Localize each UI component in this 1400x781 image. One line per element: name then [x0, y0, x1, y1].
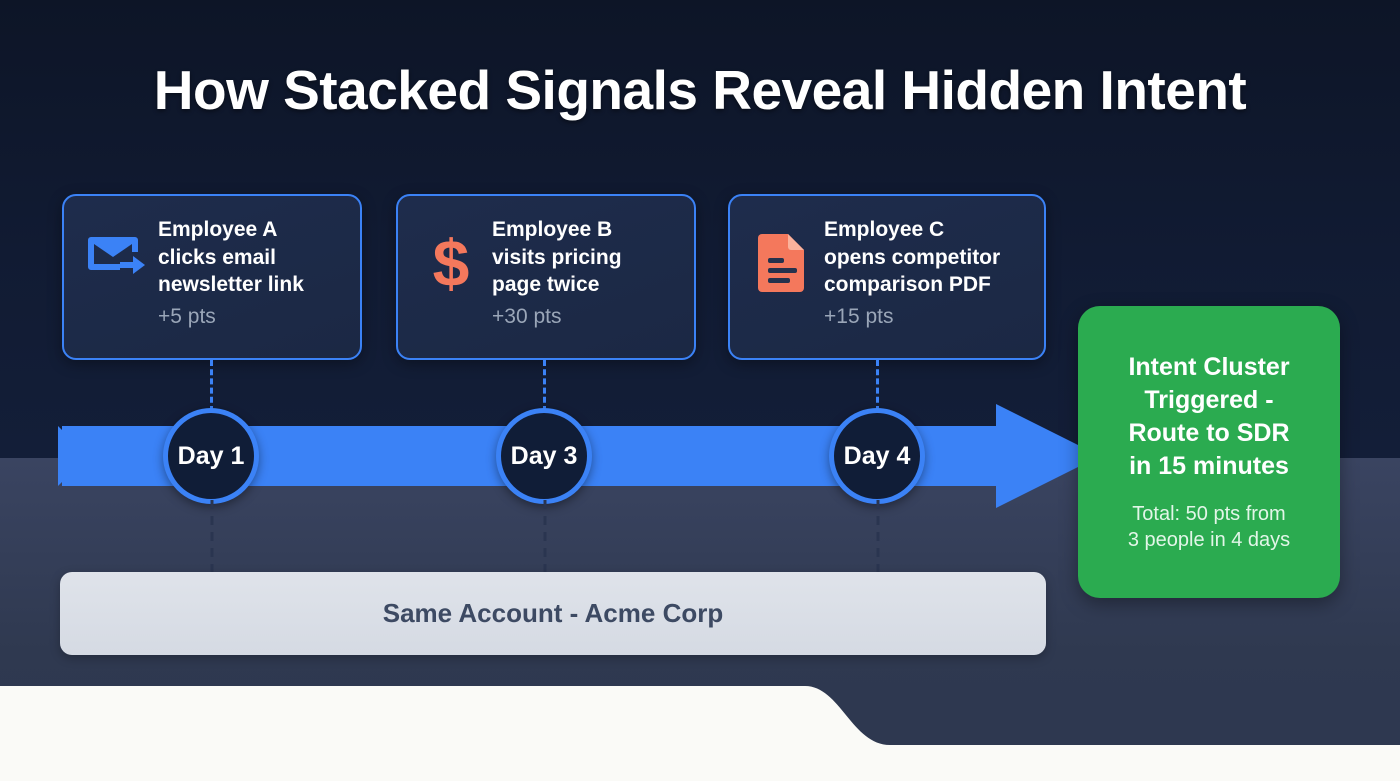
signal-card-2-points: +30 pts — [492, 305, 562, 329]
connector-line-3 — [876, 360, 879, 412]
signal-card-2[interactable]: $ Employee B visits pricing page twice +… — [396, 194, 696, 360]
signal-card-3[interactable]: Employee C opens competitor comparison P… — [728, 194, 1046, 360]
signal-card-2-body: Employee B visits pricing page twice +30… — [488, 216, 678, 329]
email-forward-icon — [80, 216, 154, 280]
day-marker-3[interactable]: Day 4 — [829, 408, 925, 504]
page-title: How Stacked Signals Reveal Hidden Intent — [153, 59, 1247, 121]
signal-card-3-body: Employee C opens competitor comparison P… — [820, 216, 1028, 329]
intent-cluster-outcome-panel[interactable]: Intent Cluster Triggered - Route to SDR … — [1078, 306, 1340, 598]
signal-card-3-title: Employee C opens competitor comparison P… — [824, 218, 1001, 297]
signal-card-2-title: Employee B visits pricing page twice — [492, 218, 622, 297]
pdf-document-icon — [746, 216, 820, 292]
account-grouping-bracket — [150, 500, 930, 595]
signal-card-1-body: Employee A clicks email newsletter link … — [154, 216, 344, 329]
signal-card-1[interactable]: Employee A clicks email newsletter link … — [62, 194, 362, 360]
day-marker-2-label: Day 3 — [510, 441, 578, 470]
signal-card-1-title: Employee A clicks email newsletter link — [158, 218, 304, 297]
connector-line-2 — [543, 360, 546, 412]
legend-bar: Single signal = noise Stacked signals = … — [0, 660, 1400, 781]
day-marker-1[interactable]: Day 1 — [163, 408, 259, 504]
day-marker-2[interactable]: Day 3 — [496, 408, 592, 504]
outcome-subtitle: Total: 50 pts from 3 people in 4 days — [1127, 503, 1291, 551]
day-marker-3-label: Day 4 — [843, 441, 911, 470]
day-marker-1-label: Day 1 — [177, 441, 245, 470]
svg-text:$: $ — [433, 230, 470, 296]
connector-line-1 — [210, 360, 213, 412]
dollar-sign-icon: $ — [414, 216, 488, 296]
same-account-bar: Same Account - Acme Corp — [60, 572, 1046, 655]
same-account-label: Same Account - Acme Corp — [382, 598, 724, 628]
outcome-title: Intent Cluster Triggered - Route to SDR … — [1128, 353, 1290, 480]
signal-card-1-points: +5 pts — [158, 305, 216, 329]
signal-card-3-points: +15 pts — [824, 305, 894, 329]
